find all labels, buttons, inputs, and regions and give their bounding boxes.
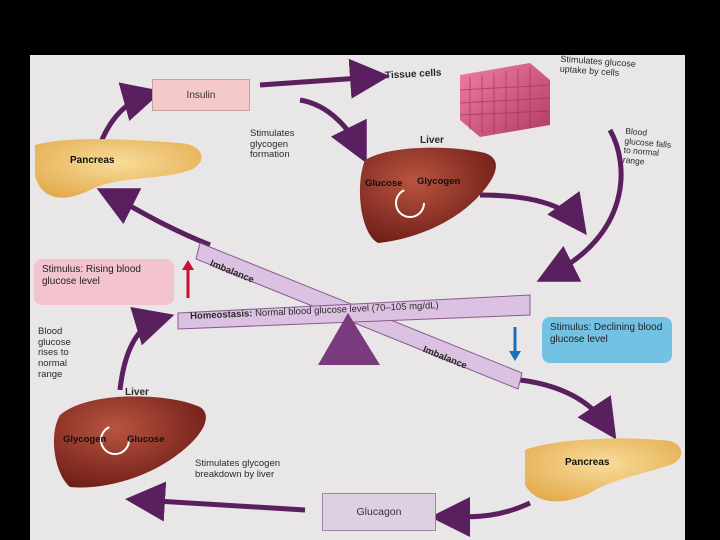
diagram-graphics (35, 58, 682, 537)
arrow-liver-to-beam (479, 191, 587, 236)
stimulates-glycogen-formation-label: Stimulates glycogen formation (250, 128, 295, 161)
arrow-beam-to-pancreas (96, 188, 211, 248)
textbook-page: Insulin Tissue cells Stimulates glucose … (30, 55, 685, 540)
arrow-insulin-to-tissue (259, 58, 390, 99)
stimulus-declining-text: Stimulus: Declining blood glucose level (550, 322, 663, 345)
liver-top-image (359, 147, 496, 243)
arrow-beam-to-pancreas-bottom (519, 377, 617, 440)
liver-top-label: Liver (420, 135, 444, 146)
arrow-glucagon-to-liver (125, 481, 306, 522)
glucagon-box: Glucagon (322, 493, 436, 531)
pancreas-bottom-label: Pancreas (565, 457, 610, 468)
pancreas-top-image (35, 139, 202, 198)
insulin-label: Insulin (186, 89, 216, 101)
stimulus-rising-text: Stimulus: Rising blood glucose level (42, 264, 141, 287)
arrow-tissue-to-beam (536, 128, 624, 282)
liver-bottom-label: Liver (125, 387, 149, 398)
stimulus-declining-box: Stimulus: Declining blood glucose level (542, 317, 672, 363)
glycogen-bottom-label: Glycogen (63, 434, 107, 445)
glucagon-label: Glucagon (356, 506, 402, 518)
glucose-top-label: Glucose (365, 178, 403, 189)
arrow-insulin-to-liver (299, 97, 367, 164)
stimulates-breakdown-label: Stimulates glycogen breakdown by liver (195, 458, 281, 480)
pancreas-bottom-image (525, 438, 682, 502)
tissue-cells-image (459, 63, 551, 137)
glycogen-top-label: Glycogen (417, 176, 461, 187)
homeostasis-beam (177, 294, 531, 330)
arrow-pancreas-to-glucagon (430, 496, 532, 537)
arrow-liver-to-beam-bottom (117, 307, 175, 391)
stimulus-rising-box: Stimulus: Rising blood glucose level (34, 259, 174, 305)
blood-glucose-falls-label: Blood glucose falls to normal range (622, 125, 672, 167)
blood-glucose-rises-label: Blood glucose rises to normal range (38, 326, 71, 380)
homeostasis-heading: Homeostasis: (189, 308, 253, 322)
pancreas-top-label: Pancreas (70, 155, 115, 166)
insulin-box: Insulin (152, 79, 250, 111)
fulcrum-triangle (318, 313, 380, 365)
glucose-bottom-label: Glucose (127, 434, 165, 445)
liver-bottom-image (53, 396, 206, 488)
